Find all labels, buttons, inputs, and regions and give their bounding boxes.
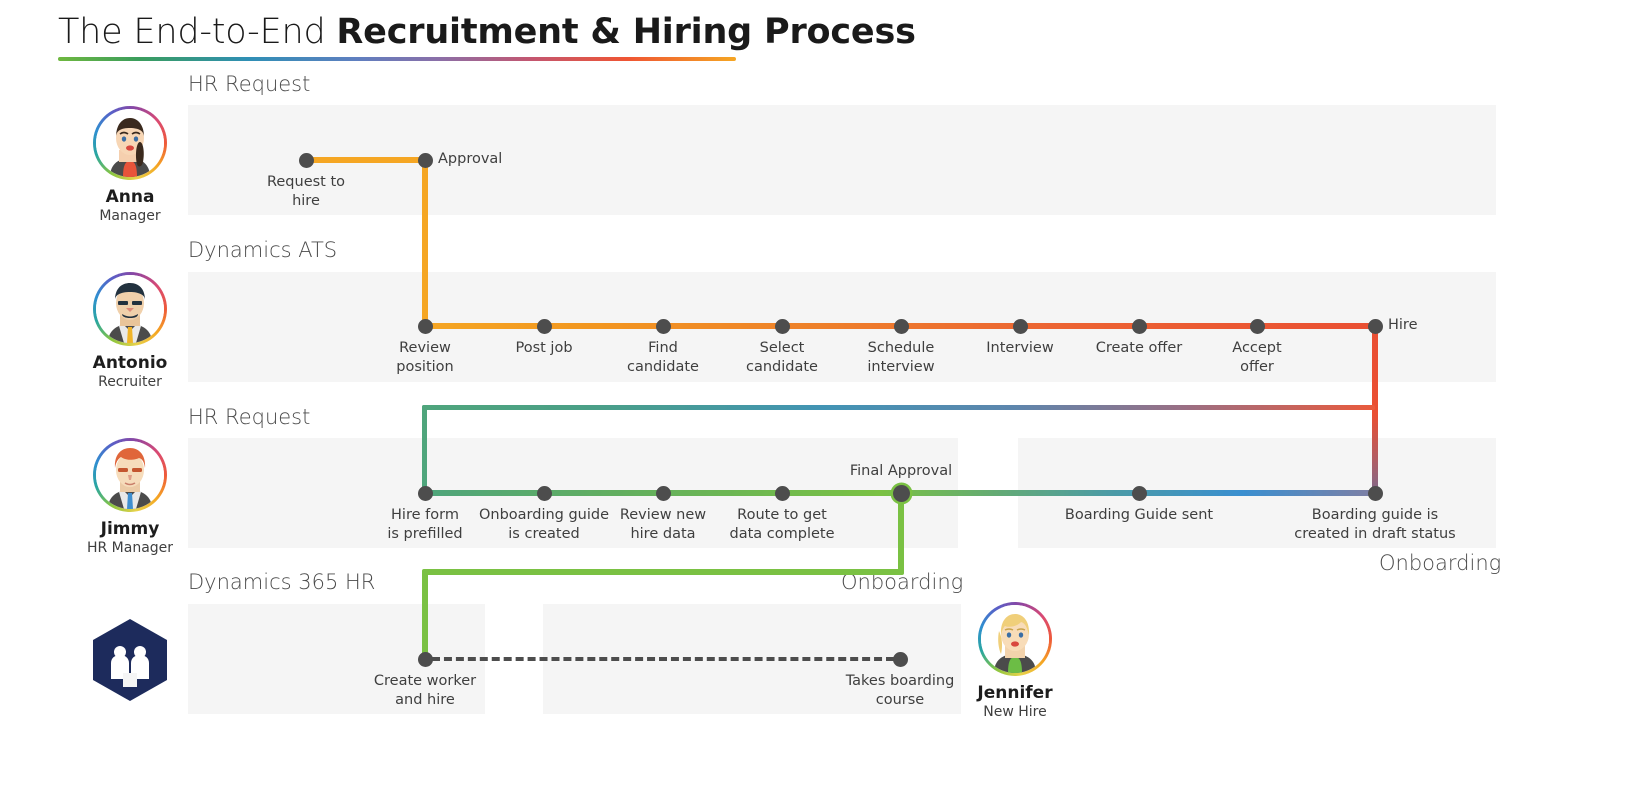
step-schedule-interview-node[interactable] bbox=[893, 318, 909, 334]
step-boarding-guide-sent-label: Boarding Guide sent bbox=[1064, 507, 1214, 523]
avatar-male-mustache-icon bbox=[96, 275, 164, 343]
step-boarding-guide-draft-node[interactable] bbox=[1367, 485, 1383, 501]
step-final-approval-label: Final Approval bbox=[849, 463, 953, 479]
step-request-to-hire-label: Request to hire bbox=[266, 174, 346, 209]
step-select-candidate-label: Select candidate bbox=[746, 340, 818, 375]
avatar bbox=[96, 109, 164, 177]
actor-antonio[interactable]: Antonio Recruiter bbox=[50, 272, 210, 391]
step-interview-node[interactable] bbox=[1012, 318, 1028, 334]
step-route-to-get-data-complete-node[interactable] bbox=[774, 485, 790, 501]
step-find-candidate-label: Find candidate bbox=[627, 340, 699, 375]
actor-jennifer[interactable]: Jennifer New Hire bbox=[935, 602, 1095, 721]
step-takes-boarding-course-label: Takes boarding course bbox=[845, 673, 955, 708]
flow-line-connector-green-down-to-hire-form bbox=[422, 405, 427, 495]
step-hire-node[interactable] bbox=[1367, 318, 1383, 334]
page-title: The End-to-End Recruitment & Hiring Proc… bbox=[58, 10, 916, 54]
lane-label-dynamics-ats: Dynamics ATS bbox=[188, 238, 338, 262]
step-takes-boarding-course-node[interactable] bbox=[892, 651, 908, 667]
step-approval-node[interactable] bbox=[417, 152, 433, 168]
step-select-candidate-node[interactable] bbox=[774, 318, 790, 334]
flow-line-hire-down-to-boarding-draft bbox=[1372, 326, 1378, 496]
avatar-ring-jennifer bbox=[978, 602, 1052, 676]
step-create-offer-label: Create offer bbox=[1095, 340, 1183, 356]
step-create-worker-and-hire-node[interactable] bbox=[417, 651, 433, 667]
flow-line-approval-down-to-review bbox=[422, 160, 428, 326]
lane-label-hr-request-mid: HR Request bbox=[188, 405, 311, 429]
step-hire-form-prefilled-label: Hire form is prefilled bbox=[387, 507, 463, 542]
step-post-job-label: Post job bbox=[515, 340, 573, 356]
step-accept-offer-node[interactable] bbox=[1249, 318, 1265, 334]
step-final-approval-node[interactable] bbox=[892, 484, 910, 502]
actor-name: Jimmy bbox=[100, 519, 160, 539]
title-gradient-rule bbox=[58, 57, 736, 61]
avatar-female-dark-hair-icon bbox=[96, 109, 164, 177]
step-review-new-hire-data-node[interactable] bbox=[655, 485, 671, 501]
step-hire-form-prefilled-node[interactable] bbox=[417, 485, 433, 501]
step-schedule-interview-label: Schedule interview bbox=[867, 340, 935, 375]
flow-line-row4-dashed bbox=[432, 657, 894, 661]
actor-role: New Hire bbox=[983, 704, 1047, 720]
page-title-light: The End-to-End bbox=[58, 12, 337, 52]
step-create-worker-and-hire-label: Create worker and hire bbox=[373, 673, 477, 708]
step-request-to-hire-node[interactable] bbox=[298, 152, 314, 168]
actor-anna[interactable]: Anna Manager bbox=[50, 106, 210, 225]
label-onboarding-right: Onboarding bbox=[1379, 551, 1502, 575]
flow-line-down-to-create-worker bbox=[422, 569, 428, 661]
flow-line-final-approval-left bbox=[425, 569, 904, 575]
actor-name: Antonio bbox=[92, 353, 168, 373]
step-approval-label: Approval bbox=[438, 151, 503, 167]
step-boarding-guide-sent-node[interactable] bbox=[1131, 485, 1147, 501]
step-onboarding-guide-created-node[interactable] bbox=[536, 485, 552, 501]
actor-name: Anna bbox=[105, 187, 155, 207]
flow-line-connector-green-to-red-horizontal bbox=[422, 405, 1375, 410]
step-onboarding-guide-created-label: Onboarding guide is created bbox=[478, 507, 610, 542]
actor-role: Recruiter bbox=[98, 374, 162, 390]
page-title-bold: Recruitment & Hiring Process bbox=[336, 12, 916, 52]
lane-label-hr-request-top: HR Request bbox=[188, 72, 311, 96]
step-find-candidate-node[interactable] bbox=[655, 318, 671, 334]
flow-line-row1-horizontal bbox=[306, 157, 426, 163]
actor-jimmy[interactable]: Jimmy HR Manager bbox=[50, 438, 210, 557]
actor-role: HR Manager bbox=[86, 540, 174, 556]
step-review-position-label: Review position bbox=[396, 340, 454, 375]
avatar bbox=[96, 275, 164, 343]
step-review-position-node[interactable] bbox=[417, 318, 433, 334]
actor-role: Manager bbox=[99, 208, 161, 224]
step-hire-label: Hire bbox=[1388, 317, 1418, 333]
lane-label-dynamics-365-hr: Dynamics 365 HR bbox=[188, 570, 376, 594]
step-create-offer-node[interactable] bbox=[1131, 318, 1147, 334]
avatar bbox=[96, 441, 164, 509]
step-route-to-get-data-complete-label: Route to get data complete bbox=[729, 507, 835, 542]
flow-line-final-approval-down bbox=[898, 493, 904, 572]
avatar-ring-anna bbox=[93, 106, 167, 180]
avatar bbox=[981, 605, 1049, 673]
avatar-female-blonde-icon bbox=[981, 605, 1049, 673]
step-boarding-guide-draft-label: Boarding guide is created in draft statu… bbox=[1294, 507, 1456, 542]
step-review-new-hire-data-label: Review new hire data bbox=[619, 507, 707, 542]
step-interview-label: Interview bbox=[986, 340, 1054, 356]
step-post-job-node[interactable] bbox=[536, 318, 552, 334]
avatar-ring-antonio bbox=[93, 272, 167, 346]
step-accept-offer-label: Accept offer bbox=[1232, 340, 1282, 375]
avatar-male-red-hair-icon bbox=[96, 441, 164, 509]
dynamics-365-hr-hexagon-icon bbox=[87, 617, 173, 703]
actor-name: Jennifer bbox=[977, 683, 1053, 703]
avatar-ring-jimmy bbox=[93, 438, 167, 512]
